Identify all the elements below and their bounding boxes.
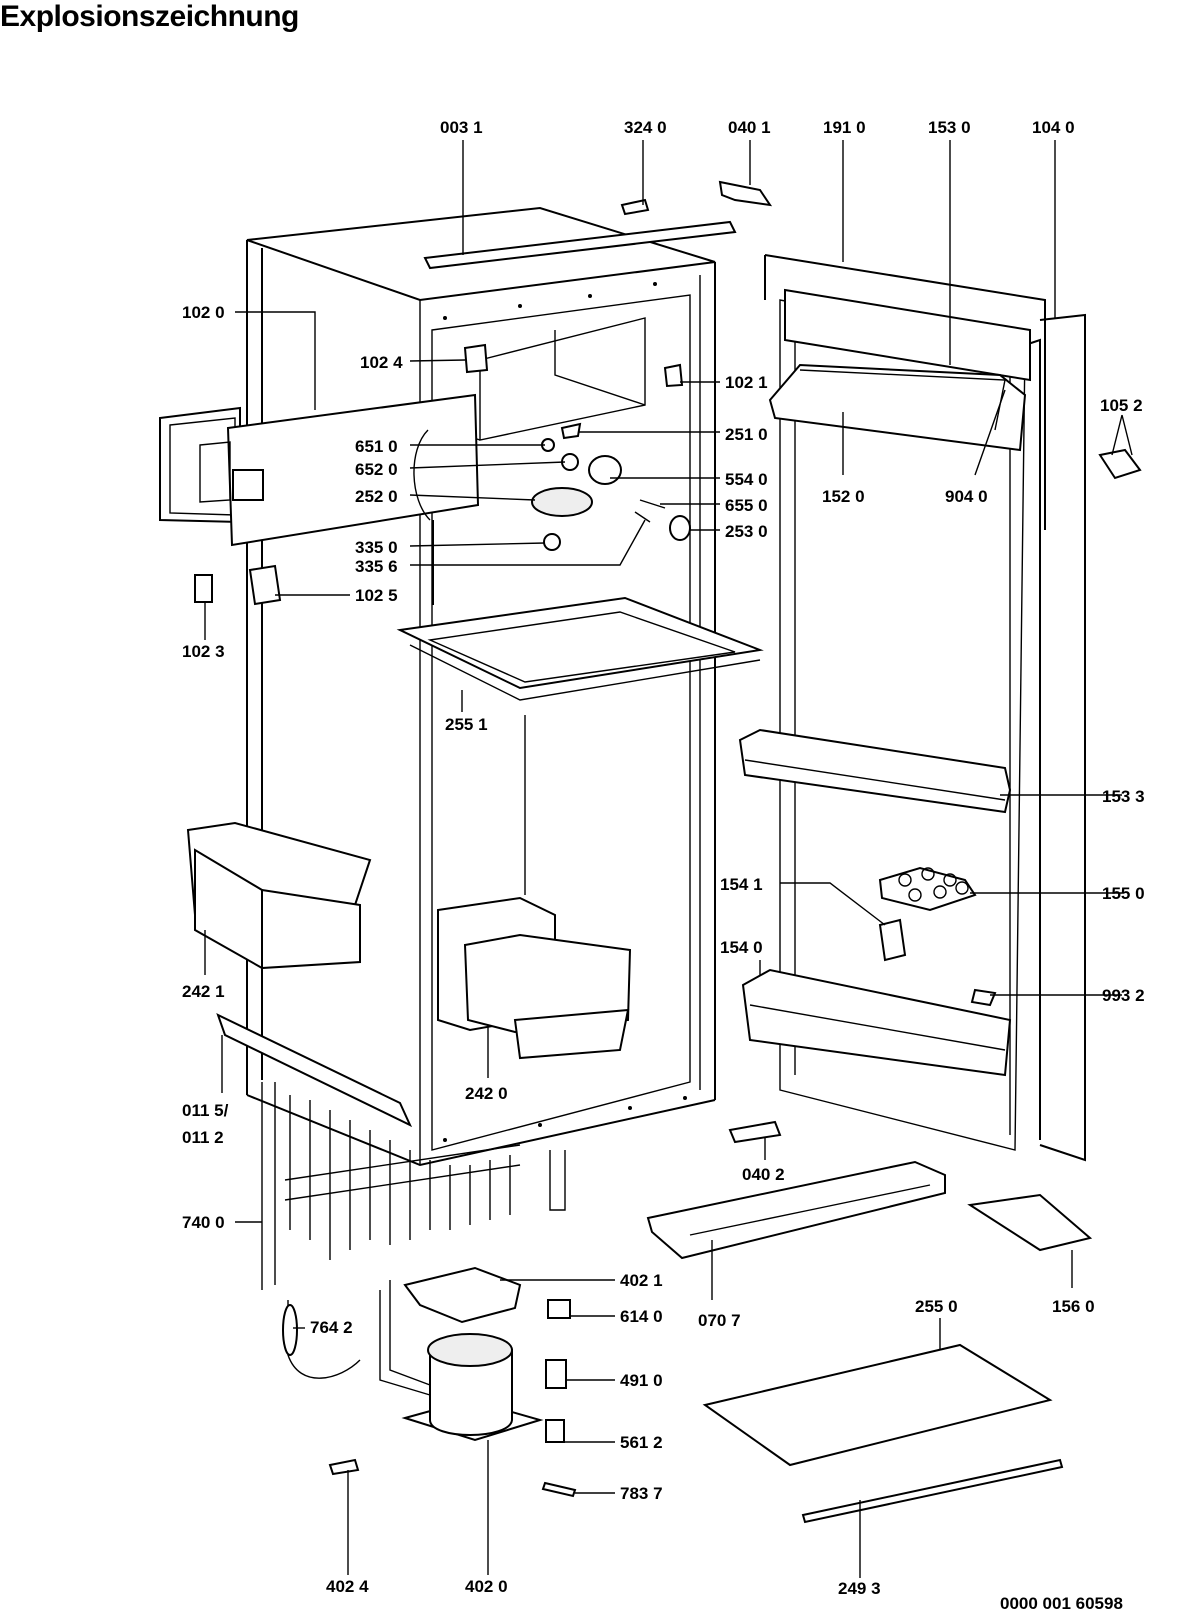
label-0401: 040 1 — [728, 118, 771, 137]
label-6140: 614 0 — [620, 1307, 663, 1326]
label-2493: 249 3 — [838, 1579, 881, 1598]
hinge-102-4 — [463, 343, 489, 374]
capillary-tube — [287, 1300, 361, 1379]
label-1024: 102 4 — [360, 353, 403, 372]
label-5612: 561 2 — [620, 1433, 663, 1452]
label-2530: 253 0 — [725, 522, 768, 541]
label-1020: 102 0 — [182, 303, 225, 322]
label-3350: 335 0 — [355, 538, 398, 557]
part-561 — [545, 1419, 565, 1443]
page-title: Explosionszeichnung — [0, 0, 299, 33]
part-402-4 — [328, 1458, 360, 1476]
label-0115: 011 5/ — [182, 1101, 229, 1120]
lamp-cover — [588, 455, 622, 485]
ice-tray — [967, 1193, 1093, 1252]
part-102-3 — [194, 574, 213, 603]
knob — [543, 533, 561, 551]
compressor — [401, 1333, 544, 1442]
compressor-bracket — [403, 1266, 522, 1324]
label-1052: 105 2 — [1100, 396, 1143, 415]
top-rail — [423, 220, 737, 270]
label-1560: 156 0 — [1052, 1297, 1095, 1316]
label-7837: 783 7 — [620, 1484, 663, 1503]
label-1021: 102 1 — [725, 373, 768, 392]
bracket-040-2 — [728, 1120, 782, 1144]
glass-plate — [702, 1343, 1053, 1467]
label-1023: 102 3 — [182, 642, 225, 661]
label-9040: 904 0 — [945, 487, 988, 506]
label-1533: 153 3 — [1102, 787, 1145, 806]
label-1025: 102 5 — [355, 586, 398, 605]
label-9932: 993 2 — [1102, 986, 1145, 1005]
cover-strip — [646, 1160, 946, 1260]
vegetable-drawer — [437, 896, 632, 1060]
part-614 — [547, 1299, 571, 1319]
door-shelf-top — [768, 288, 1031, 452]
label-2420: 242 0 — [465, 1084, 508, 1103]
strip-249 — [801, 1458, 1064, 1524]
bracket-040-1 — [718, 180, 773, 207]
label-1550: 155 0 — [1102, 884, 1145, 903]
label-1520: 152 0 — [822, 487, 865, 506]
dryer-filter — [282, 1304, 298, 1356]
front-rail — [216, 1013, 413, 1128]
part-102-5 — [248, 564, 282, 606]
label-1040: 104 0 — [1032, 118, 1075, 137]
label-5540: 554 0 — [725, 470, 768, 489]
label-3356: 335 6 — [355, 557, 398, 576]
label-2551: 255 1 — [445, 715, 488, 734]
part-102-1 — [663, 363, 684, 388]
label-4024: 402 4 — [326, 1577, 369, 1596]
door-shelf-middle — [738, 728, 1012, 814]
part-993 — [970, 988, 997, 1007]
suction-tubes — [379, 1280, 431, 1396]
hinge-105-2 — [1098, 448, 1142, 480]
label-0031: 003 1 — [440, 118, 483, 137]
label-4910: 491 0 — [620, 1371, 663, 1390]
label-3240: 324 0 — [624, 118, 667, 137]
label-1530: 153 0 — [928, 118, 971, 137]
label-6550: 655 0 — [725, 496, 768, 515]
label-4020: 402 0 — [465, 1577, 508, 1596]
label-0112: 011 2 — [182, 1128, 224, 1147]
part-491 — [545, 1359, 567, 1389]
condenser — [261, 1082, 566, 1290]
glass-shelf-upper — [396, 596, 764, 701]
part-783 — [541, 1481, 577, 1498]
label-6520: 652 0 — [355, 460, 398, 479]
leader-lines — [204, 140, 1133, 1578]
part-251 — [560, 422, 582, 440]
callout-arc — [413, 429, 431, 521]
document-number: 0000 001 60598 — [1000, 1594, 1123, 1613]
label-0402: 040 2 — [742, 1165, 785, 1184]
label-2510: 251 0 — [725, 425, 768, 444]
clip-324 — [620, 198, 650, 216]
label-7642: 764 2 — [310, 1318, 353, 1337]
label-2520: 252 0 — [355, 487, 398, 506]
label-0707: 070 7 — [698, 1311, 741, 1330]
label-1540: 154 0 — [720, 938, 763, 957]
cover-strip-groove — [689, 1184, 931, 1236]
thermostat-housing — [531, 487, 593, 517]
bottle-holder — [878, 918, 907, 962]
part-labels: 003 1 324 0 040 1 191 0 153 0 104 0 102 … — [182, 118, 1145, 1598]
drawer-242-1 — [186, 821, 372, 970]
label-1910: 191 0 — [823, 118, 866, 137]
label-4021: 402 1 — [620, 1271, 663, 1290]
label-1541: 154 1 — [720, 875, 763, 894]
label-7400: 740 0 — [182, 1213, 225, 1232]
freezer-door — [159, 393, 480, 547]
door-shelf-bottom — [741, 968, 1012, 1077]
springs — [634, 499, 666, 523]
label-6510: 651 0 — [355, 437, 398, 456]
label-2421: 242 1 — [182, 982, 225, 1001]
egg-tray — [878, 866, 977, 912]
label-2550: 255 0 — [915, 1297, 958, 1316]
part-253 — [669, 515, 691, 541]
